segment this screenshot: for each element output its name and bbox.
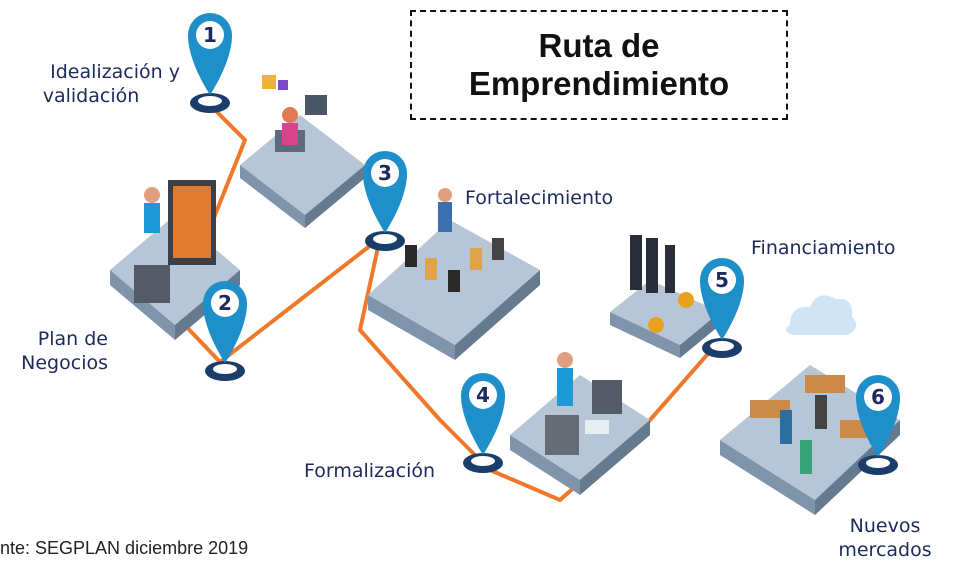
title-line-2: Emprendimiento	[468, 65, 730, 102]
map-pin-5-icon: 5	[700, 258, 744, 358]
pin-number-6: 6	[871, 385, 885, 409]
platform-financiamiento	[610, 235, 720, 358]
pin-number-1: 1	[203, 23, 217, 47]
step-1-label: Idealización y validación	[42, 61, 180, 107]
title-line-1: Ruta de	[538, 27, 660, 64]
source-note: nte: SEGPLAN diciembre 2019	[0, 538, 249, 558]
pin-number-2: 2	[218, 291, 232, 315]
step-2-label: Plan de Negocios	[21, 328, 108, 374]
step-6-label: Nuevos mercados	[838, 515, 932, 561]
platform-fortalecimiento	[368, 188, 540, 360]
step-4-label: Formalización	[304, 460, 436, 482]
platform-formalizacion	[510, 352, 650, 495]
pin-number-5: 5	[715, 268, 729, 292]
pin-number-3: 3	[378, 161, 392, 185]
step-5-label: Financiamiento	[751, 237, 896, 259]
map-pin-3-icon: 3	[363, 151, 407, 251]
map-pin-2-icon: 2	[203, 281, 247, 381]
title-box: Ruta de Emprendimiento	[410, 10, 788, 120]
pin-number-4: 4	[476, 383, 490, 407]
map-pin-6-icon: 6	[856, 375, 900, 475]
step-3-label: Fortalecimiento	[465, 187, 614, 209]
platform-plan-negocios	[110, 180, 240, 340]
map-pin-4-icon: 4	[461, 373, 505, 473]
map-pin-1-icon: 1	[188, 13, 232, 113]
platform-idealizacion	[240, 75, 365, 228]
